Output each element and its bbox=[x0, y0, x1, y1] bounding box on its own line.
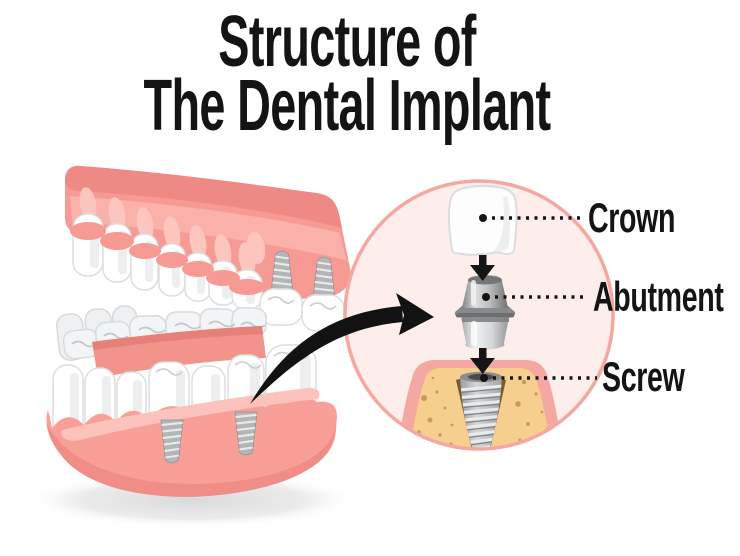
leader-dot-crown bbox=[479, 214, 487, 222]
lower-jaw-illustration bbox=[46, 305, 338, 497]
label-crown: Crown bbox=[588, 194, 676, 241]
assembly-arrow-down-1 bbox=[470, 255, 495, 281]
curved-arrow-icon bbox=[250, 293, 434, 404]
leader-dot-abutment bbox=[482, 293, 490, 301]
leader-dot-screw bbox=[480, 374, 488, 382]
magnifier-circle bbox=[343, 179, 615, 451]
title-line-2: The Dental Implant bbox=[143, 66, 552, 146]
label-abutment: Abutment bbox=[593, 273, 724, 320]
leader-lines bbox=[479, 214, 597, 382]
jaw-shadow bbox=[27, 473, 357, 527]
page-title: Structure of The Dental Implant bbox=[121, 2, 572, 146]
gum-margin-scallops bbox=[70, 222, 265, 295]
abutment-illustration bbox=[454, 275, 516, 350]
gum-ridges bbox=[79, 187, 266, 276]
back-teeth-crevices bbox=[71, 320, 266, 348]
assembly-arrow-down-2 bbox=[470, 348, 495, 374]
upper-jaw-illustration bbox=[65, 165, 351, 332]
title-line-1: Structure of bbox=[218, 2, 476, 82]
label-screw: Screw bbox=[602, 353, 685, 400]
